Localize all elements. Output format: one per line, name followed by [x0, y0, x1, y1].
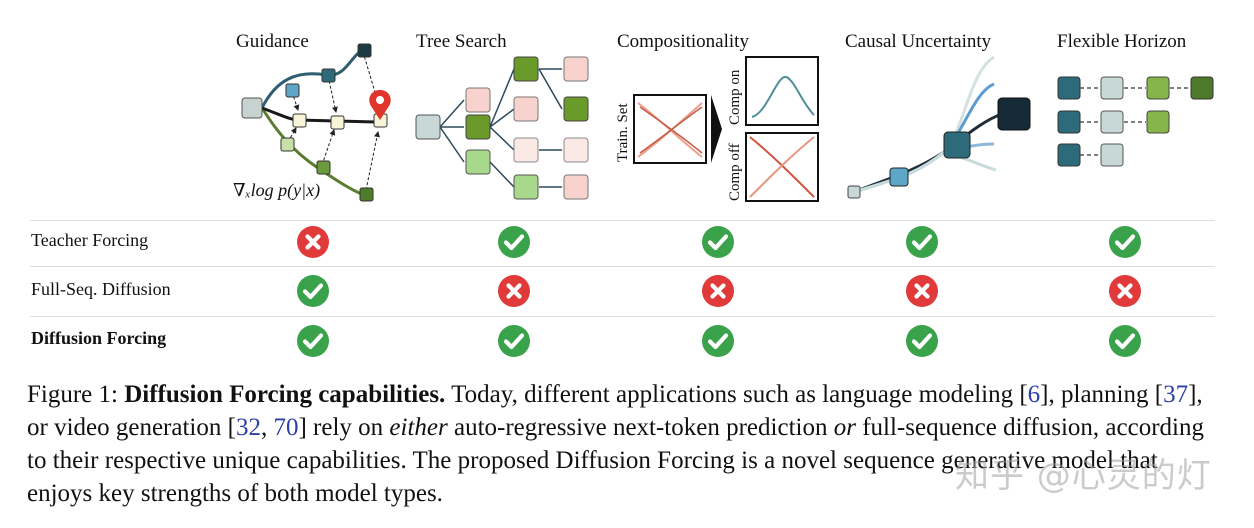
column-title-compositionality: Compositionality — [617, 31, 749, 52]
check-icon — [702, 226, 734, 258]
row-label-teacher-forcing: Teacher Forcing — [31, 230, 149, 250]
row-label-diffusion-forcing: Diffusion Forcing — [31, 328, 167, 348]
causal-uncertainty-diagram — [847, 55, 1031, 199]
guidance-formula: ∇ₓlog p(y|x) — [233, 180, 321, 200]
cross-icon — [702, 275, 734, 307]
train-set-label: Train. Set — [615, 103, 631, 162]
citation-link[interactable]: 6 — [1027, 381, 1041, 408]
guidance-diagram — [241, 43, 391, 202]
caption-emphasis: or — [833, 414, 856, 441]
caption-text: ] rely on — [298, 414, 390, 441]
figure-label: Figure 1: — [27, 381, 125, 408]
check-icon — [498, 325, 530, 357]
check-icon — [498, 226, 530, 258]
watermark: 知乎 @心灵的灯 — [955, 456, 1212, 496]
column-title-causal-uncertainty: Causal Uncertainty — [845, 31, 992, 52]
row-divider — [30, 220, 1215, 221]
cross-icon — [297, 226, 329, 258]
check-icon — [906, 325, 938, 357]
location-pin-icon — [369, 90, 391, 120]
comp-off-label: Comp off — [727, 143, 743, 201]
caption-text: full-sequence diffusion, according to th… — [27, 414, 1204, 507]
row-divider — [30, 316, 1215, 317]
comp-on-label: Comp on — [727, 69, 743, 125]
check-icon — [1109, 325, 1141, 357]
figure-caption: Figure 1: Diffusion Forcing capabilities… — [27, 378, 1222, 510]
caption-text: ], or video generation [ — [27, 381, 1203, 441]
caption-text: ], planning [ — [1040, 381, 1164, 408]
tree-search-diagram — [415, 56, 589, 200]
column-title-flexible-horizon: Flexible Horizon — [1057, 31, 1187, 52]
citation-link[interactable]: 37 — [1163, 381, 1189, 408]
check-icon — [297, 275, 329, 307]
check-icon — [702, 325, 734, 357]
citation-link[interactable]: 70 — [273, 414, 299, 441]
check-icon — [906, 226, 938, 258]
flexible-horizon-diagram — [1057, 76, 1214, 167]
cross-icon — [498, 275, 530, 307]
cross-icon — [1109, 275, 1141, 307]
caption-text: , — [260, 414, 274, 441]
row-label-full-seq-diffusion: Full-Seq. Diffusion — [31, 279, 171, 299]
citation-link[interactable]: 32 — [235, 414, 261, 441]
compositionality-diagram — [633, 56, 819, 202]
cross-icon — [906, 275, 938, 307]
caption-text: Today, different applications such as la… — [445, 381, 1028, 408]
caption-emphasis: either — [389, 414, 448, 441]
caption-text: auto-regressive next-token prediction — [447, 414, 834, 441]
check-icon — [1109, 226, 1141, 258]
check-icon — [297, 325, 329, 357]
column-title-tree-search: Tree Search — [416, 31, 507, 52]
caption-bold-title: Diffusion Forcing capabilities. — [124, 381, 446, 408]
row-divider — [30, 266, 1215, 267]
column-title-guidance: Guidance — [236, 31, 309, 52]
